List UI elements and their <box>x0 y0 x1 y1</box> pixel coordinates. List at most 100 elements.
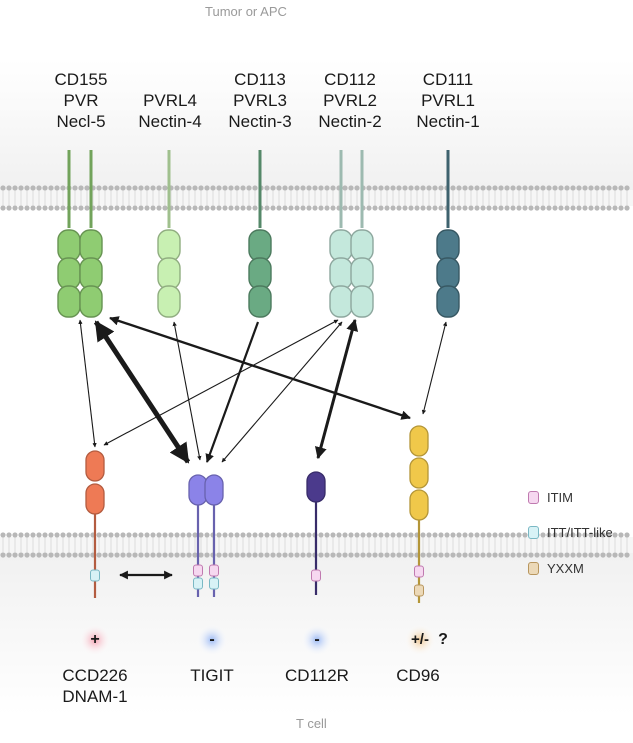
ligand-name-line: PVRL2 <box>323 91 377 110</box>
tcell-region-label: T cell <box>296 716 327 731</box>
tumor-cell-area <box>0 60 633 195</box>
ig-domain-cd112-0-1 <box>329 257 353 290</box>
ig-domain-cd155-0-0 <box>57 229 81 262</box>
sign-glow-cd96 <box>404 624 436 656</box>
ig-domain-pvrl4-0-0 <box>157 229 181 262</box>
ig-domain-cd111-0-0 <box>436 229 460 262</box>
receptor-name-line: CD112R <box>285 666 349 685</box>
ligand-domains-cd112 <box>329 229 374 318</box>
motif-cd96-0-0 <box>414 565 424 578</box>
receptor-name-line: TIGIT <box>190 666 234 685</box>
ig-domain-cd111-0-2 <box>436 285 460 318</box>
sign-cd96: +/- <box>411 631 429 648</box>
ig-domain-cd155-1-1 <box>79 257 103 290</box>
receptor-name-line: DNAM-1 <box>62 687 128 706</box>
ig-domain-cd155-0-2 <box>57 285 81 318</box>
sign-glow-cd112r <box>301 624 333 656</box>
ligand-name-line: CD155 <box>54 70 108 89</box>
receptor-domain-tigit-1-0 <box>204 474 224 506</box>
ligand-name-line: CD111 <box>422 70 474 89</box>
interaction-arrow-cd155-dnam1 <box>78 319 97 448</box>
ligand-name-line: Nectin-2 <box>318 112 382 131</box>
ligand-name-line: CD112 <box>324 70 376 89</box>
legend-itim: ITIM <box>528 490 573 505</box>
receptor-domains-cd112r <box>306 471 326 503</box>
interaction-arrow-cd112-cd112r <box>315 318 358 460</box>
receptor-domain-tigit-0-0 <box>188 474 208 506</box>
interaction-arrow-cd111-cd96 <box>421 321 448 415</box>
ligand-name-line: PVR <box>63 91 99 110</box>
ig-domain-cd113-0-1 <box>248 257 272 290</box>
ligand-name-line: Necl-5 <box>56 112 106 131</box>
ligand-name-line: Nectin-1 <box>416 112 480 131</box>
ligand-label-cd155: CD155 PVR Necl-5 <box>36 69 126 132</box>
ig-domain-cd155-1-0 <box>79 229 103 262</box>
ligand-name-line: PVRL3 <box>233 91 287 110</box>
legend-label: ITIM <box>547 490 573 505</box>
ligand-name-line: Nectin-4 <box>138 112 202 131</box>
receptor-domains-tigit <box>188 474 224 506</box>
interaction-arrow-cd155-cd96 <box>109 316 411 420</box>
ligand-label-cd113: CD113 PVRL3 Nectin-3 <box>215 69 305 132</box>
motif-dnam1-0-0 <box>90 569 100 582</box>
receptor-domain-dnam1-0-1 <box>85 483 105 515</box>
ig-domain-cd111-0-1 <box>436 257 460 290</box>
interaction-arrow-cd155-tigit <box>93 320 191 464</box>
sign-cd112r: - <box>314 631 320 648</box>
legend-label: ITT/ITT-like <box>547 525 613 540</box>
ligand-name-line: PVRL1 <box>421 91 475 110</box>
ig-domain-cd113-0-0 <box>248 229 272 262</box>
motif-tigit-1-1 <box>209 577 219 590</box>
motif-cd112r-0-0 <box>311 569 321 582</box>
ligand-domains-cd111 <box>436 229 460 318</box>
ig-domain-cd112-1-0 <box>350 229 374 262</box>
sign-tigit: - <box>209 631 215 648</box>
receptor-label-cd96: CD96 <box>368 665 468 686</box>
motif-tigit-0-1 <box>193 577 203 590</box>
receptor-label-cd112r: CD112R <box>267 665 367 686</box>
legend-yxxm: YXXM <box>528 561 584 576</box>
tumor-region-label: Tumor or APC <box>205 4 287 19</box>
ligand-label-cd112: CD112 PVRL2 Nectin-2 <box>305 69 395 132</box>
cd96-question-mark: ? <box>438 631 448 648</box>
ig-domain-cd155-0-1 <box>57 257 81 290</box>
ig-domain-cd113-0-2 <box>248 285 272 318</box>
yxxm-swatch-icon <box>528 562 539 575</box>
ig-domain-pvrl4-0-1 <box>157 257 181 290</box>
sign-dnam1: + <box>90 631 100 648</box>
legend-label: YXXM <box>547 561 584 576</box>
ig-domain-cd112-0-2 <box>329 285 353 318</box>
ligand-label-pvrl4: PVRL4 Nectin-4 <box>125 90 215 132</box>
receptor-name-line: CCD226 <box>62 666 128 685</box>
motif-tigit-0-0 <box>193 564 203 577</box>
ligand-label-cd111: CD111 PVRL1 Nectin-1 <box>403 69 493 132</box>
tumor-membrane <box>0 185 633 211</box>
itt-swatch-icon <box>528 526 539 539</box>
itim-swatch-icon <box>528 491 539 504</box>
sign-glow-dnam1 <box>79 624 111 656</box>
motif-tigit-1-0 <box>209 564 219 577</box>
ig-domain-cd112-0-0 <box>329 229 353 262</box>
receptor-name-line: CD96 <box>396 666 440 685</box>
ligand-domains-pvrl4 <box>157 229 181 318</box>
ligand-name-line: PVRL4 <box>143 91 197 110</box>
interaction-arrow-cd113-tigit <box>205 321 260 463</box>
ig-domain-cd155-1-2 <box>79 285 103 318</box>
ligand-name-line: Nectin-3 <box>228 112 292 131</box>
sign-glow-tigit <box>196 624 228 656</box>
receptor-label-dnam1: CCD226 DNAM-1 <box>45 665 145 707</box>
ligand-domains-cd113 <box>248 229 272 318</box>
ig-domain-cd112-1-1 <box>350 257 374 290</box>
receptor-domain-cd96-0-2 <box>409 489 429 521</box>
ligand-name-line: CD113 <box>234 70 286 89</box>
motif-cd96-0-1 <box>414 584 424 597</box>
receptor-label-tigit: TIGIT <box>162 665 262 686</box>
legend-itt: ITT/ITT-like <box>528 525 613 540</box>
receptor-domain-cd96-0-1 <box>409 457 429 489</box>
ig-domain-pvrl4-0-2 <box>157 285 181 318</box>
receptor-domain-cd112r-0-0 <box>306 471 326 503</box>
receptor-domain-dnam1-0-0 <box>85 450 105 482</box>
receptor-domains-dnam1 <box>85 450 105 515</box>
receptor-domains-cd96 <box>409 425 429 521</box>
